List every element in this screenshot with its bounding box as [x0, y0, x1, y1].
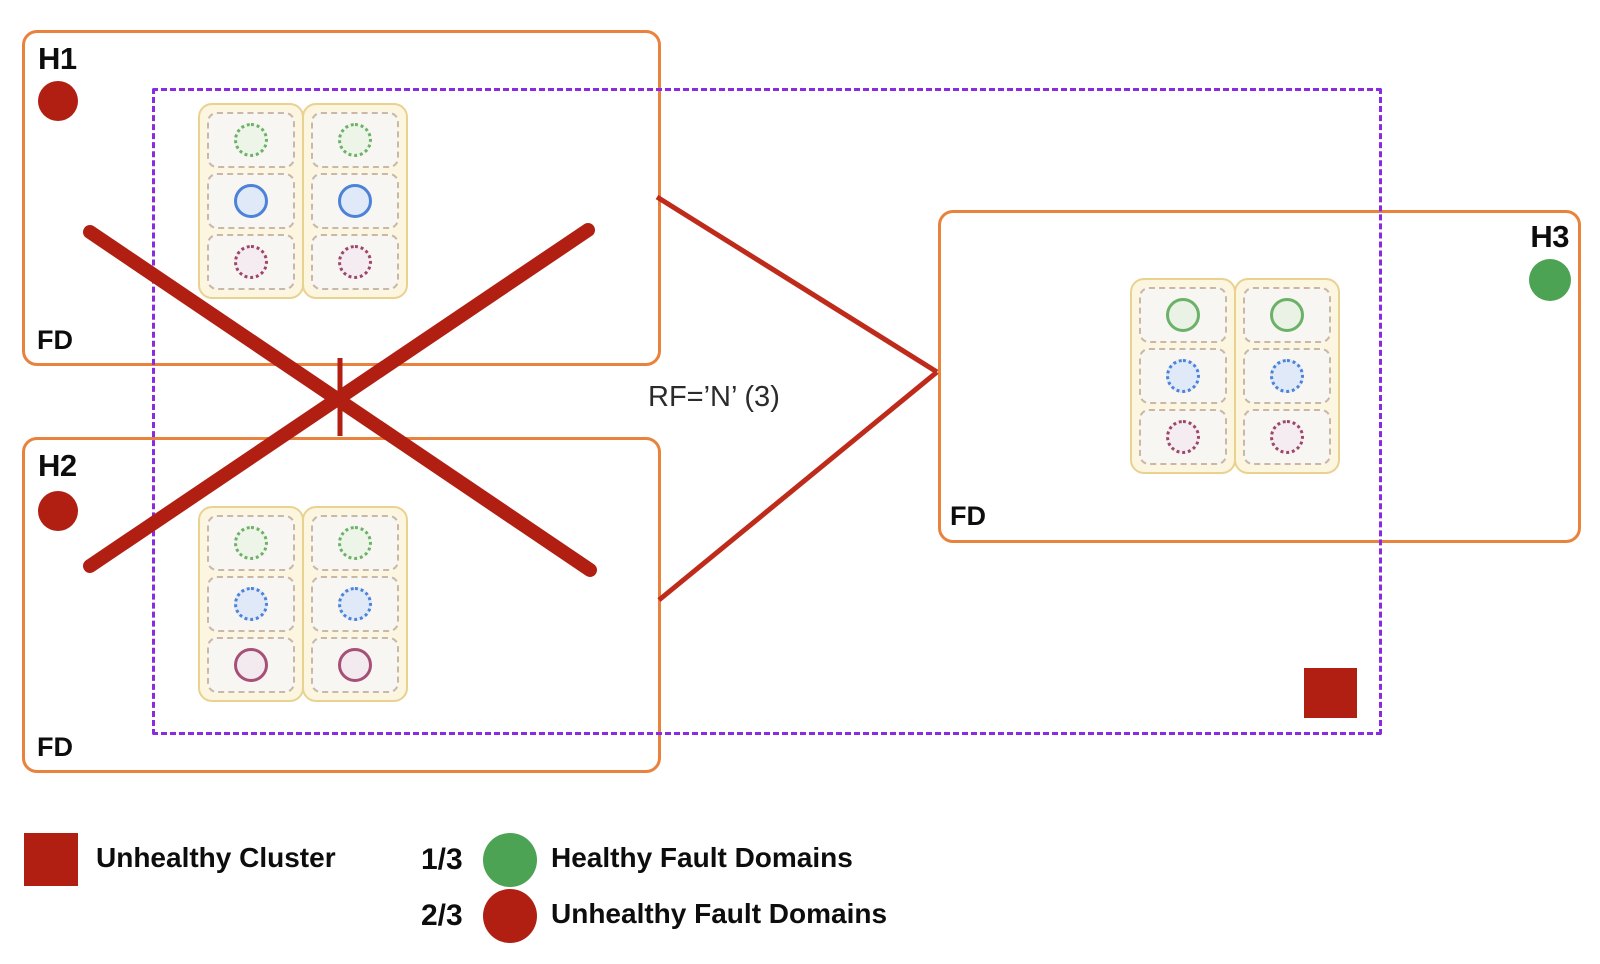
disk-slot — [1243, 409, 1331, 465]
disk-slot — [207, 112, 295, 168]
blue-solid-replica-icon — [234, 184, 268, 218]
fd-label-h1: FD — [37, 325, 73, 355]
green-solid-replica-icon — [1270, 298, 1304, 332]
maroon-dotted-replica-icon — [1166, 420, 1200, 454]
disk-slot — [311, 637, 399, 693]
disk-slot — [311, 112, 399, 168]
legend-healthy-label: Healthy Fault Domains — [551, 842, 853, 873]
blue-dotted-replica-icon — [234, 587, 268, 621]
unhealthy-cluster-icon — [1304, 668, 1357, 718]
disk-slot — [1243, 348, 1331, 404]
disk-slot — [1243, 287, 1331, 343]
unhealthy-status-icon — [38, 491, 78, 531]
legend-unhealthy-cluster-label: Unhealthy Cluster — [96, 842, 336, 873]
healthy-fault-domain-legend-icon — [483, 833, 537, 887]
healthy-status-icon — [1529, 259, 1571, 301]
legend-unhealthy-ratio: 2/3 — [421, 899, 463, 932]
disk-slot — [207, 637, 295, 693]
disk-slot — [311, 576, 399, 632]
disk-slot — [1139, 348, 1227, 404]
fd-label-h3: FD — [950, 501, 986, 531]
host-label-h1: H1 — [38, 41, 77, 76]
node-column — [1234, 278, 1340, 474]
green-solid-replica-icon — [1166, 298, 1200, 332]
host-label-h2: H2 — [38, 448, 77, 483]
fd-label-h2: FD — [37, 732, 73, 762]
legend-unhealthy-label: Unhealthy Fault Domains — [551, 898, 888, 929]
blue-dotted-replica-icon — [1270, 359, 1304, 393]
replication-factor-label: RF=’N’ (3) — [648, 381, 780, 413]
disk-slot — [1139, 287, 1227, 343]
fault-domain-box-h3: H3 FD — [938, 210, 1581, 543]
maroon-solid-replica-icon — [234, 648, 268, 682]
disk-slot — [207, 173, 295, 229]
legend-healthy-ratio: 1/3 — [421, 843, 463, 876]
maroon-solid-replica-icon — [338, 648, 372, 682]
host-label-h3: H3 — [1530, 219, 1569, 254]
green-dotted-replica-icon — [234, 123, 268, 157]
disk-slot — [1139, 409, 1227, 465]
node-column — [1130, 278, 1236, 474]
green-dotted-replica-icon — [338, 123, 372, 157]
disk-slot — [311, 173, 399, 229]
disk-slot — [207, 576, 295, 632]
maroon-dotted-replica-icon — [1270, 420, 1304, 454]
blue-dotted-replica-icon — [1166, 359, 1200, 393]
unhealthy-fault-domain-legend-icon — [483, 889, 537, 943]
unhealthy-status-icon — [38, 81, 78, 121]
unhealthy-cluster-legend-icon — [24, 833, 78, 886]
node-chassis-h3 — [1130, 278, 1340, 474]
blue-solid-replica-icon — [338, 184, 372, 218]
blue-dotted-replica-icon — [338, 587, 372, 621]
